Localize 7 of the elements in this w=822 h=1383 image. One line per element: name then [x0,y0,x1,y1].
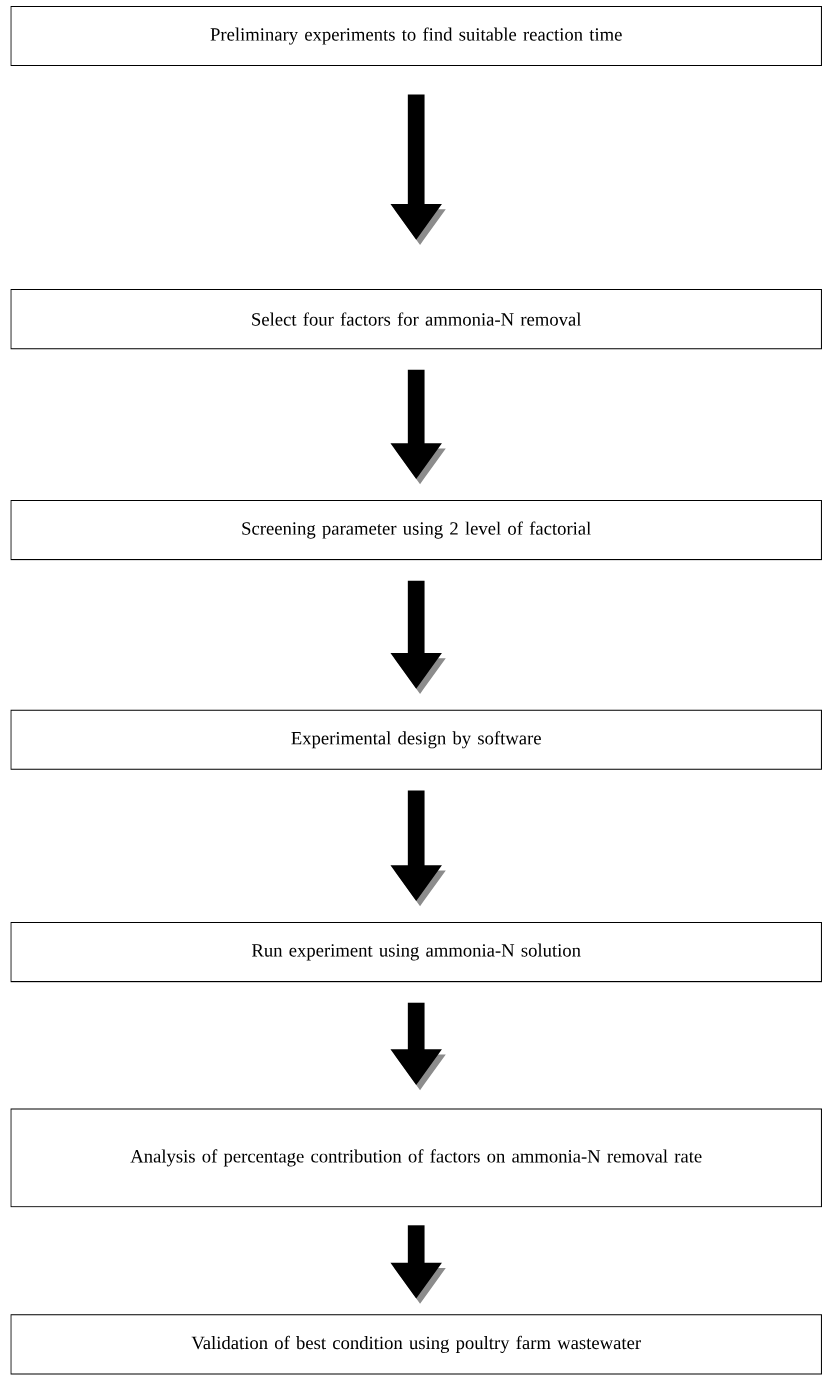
process-box: Preliminary experiments to find suitable reaction time [10,5,822,67]
process-box: Select four factors for ammonia-N removal [10,288,822,350]
process-box: Analysis of percentage contribution of factors on ammonia-N removal rate [10,1108,822,1208]
process-box: Validation of best condition using poultry farm wastewater [10,1314,822,1375]
process-box: Screening parameter using 2 level of factorial [10,499,822,561]
process-box: Run experiment using ammonia-N solution [10,921,822,983]
process-box: Experimental design by software [10,709,822,770]
